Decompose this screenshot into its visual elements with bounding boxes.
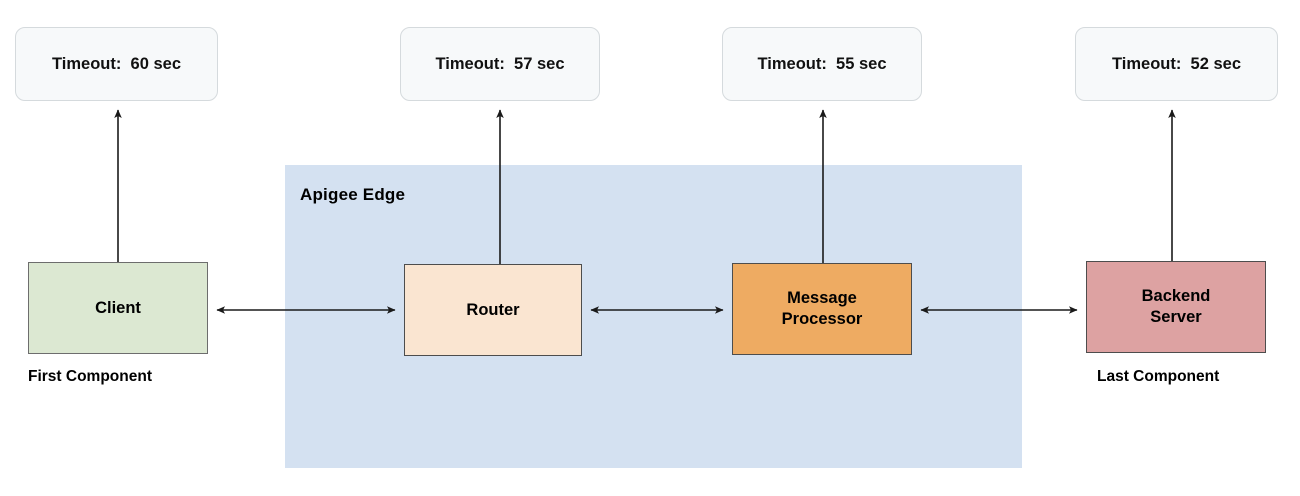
caption-first-component: First Component (28, 368, 152, 385)
node-client[interactable]: Client (28, 262, 208, 354)
caption-last-component: Last Component (1097, 368, 1220, 385)
timeout-box-message-processor: Timeout: 55 sec (722, 27, 922, 101)
timeout-box-backend-server: Timeout: 52 sec (1075, 27, 1278, 101)
timeout-box-router: Timeout: 57 sec (400, 27, 600, 101)
timeout-box-client: Timeout: 60 sec (15, 27, 218, 101)
node-backend-server[interactable]: Backend Server (1086, 261, 1266, 353)
node-message-processor[interactable]: Message Processor (732, 263, 912, 355)
apigee-edge-label: Apigee Edge (300, 185, 406, 204)
node-router[interactable]: Router (404, 264, 582, 356)
